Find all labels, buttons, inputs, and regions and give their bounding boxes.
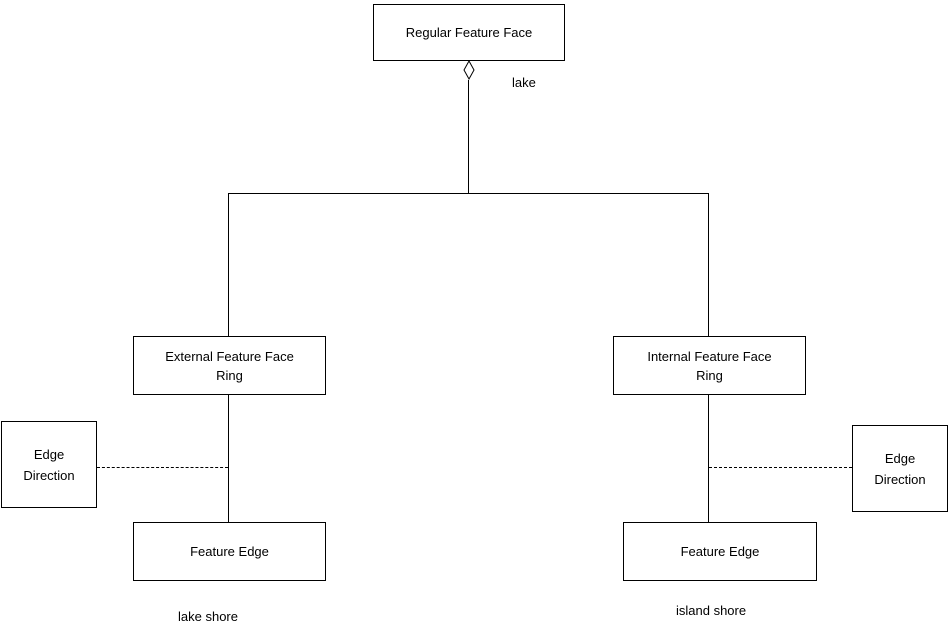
connector-right-branch-drop-line xyxy=(708,193,709,336)
node-internal-ring-label-line1: Internal Feature Face xyxy=(647,348,772,364)
connector-branch-horizontal-line xyxy=(228,193,709,194)
connector-internal-ring-to-feature-edge-line xyxy=(708,395,709,522)
edge-label-island-shore: island shore xyxy=(676,603,747,618)
node-edge-direction-right-label-line2: Direction xyxy=(874,471,926,487)
node-edge-direction-left: Edge Direction xyxy=(1,421,97,508)
node-internal-feature-face-ring: Internal Feature Face Ring xyxy=(613,336,806,395)
connector-left-branch-drop-line xyxy=(228,193,229,336)
edge-label-lake-shore: lake shore xyxy=(178,609,238,624)
node-regular-feature-face: Regular Feature Face xyxy=(373,4,565,61)
dashed-association-left-line xyxy=(97,467,228,468)
node-feature-edge-left-label: Feature Edge xyxy=(190,544,269,559)
node-external-ring-label-line1: External Feature Face xyxy=(165,348,294,364)
node-external-ring-label-line2: Ring xyxy=(216,367,243,383)
node-edge-direction-right: Edge Direction xyxy=(852,425,948,512)
node-feature-edge-right: Feature Edge xyxy=(623,522,817,581)
node-feature-edge-left: Feature Edge xyxy=(133,522,326,581)
aggregation-diamond-icon xyxy=(463,60,475,80)
dashed-association-right-line xyxy=(709,467,852,468)
node-internal-ring-label-line2: Ring xyxy=(696,367,723,383)
connector-root-trunk-line xyxy=(468,80,469,193)
edge-label-lake: lake xyxy=(512,75,536,90)
connector-external-ring-to-feature-edge-line xyxy=(228,395,229,522)
node-regular-feature-face-label: Regular Feature Face xyxy=(405,25,533,40)
node-external-feature-face-ring: External Feature Face Ring xyxy=(133,336,326,395)
node-edge-direction-left-label-line2: Direction xyxy=(23,467,75,483)
node-edge-direction-right-label-line1: Edge xyxy=(884,450,916,466)
node-feature-edge-right-label: Feature Edge xyxy=(680,544,760,559)
node-edge-direction-left-label-line1: Edge xyxy=(33,446,65,462)
